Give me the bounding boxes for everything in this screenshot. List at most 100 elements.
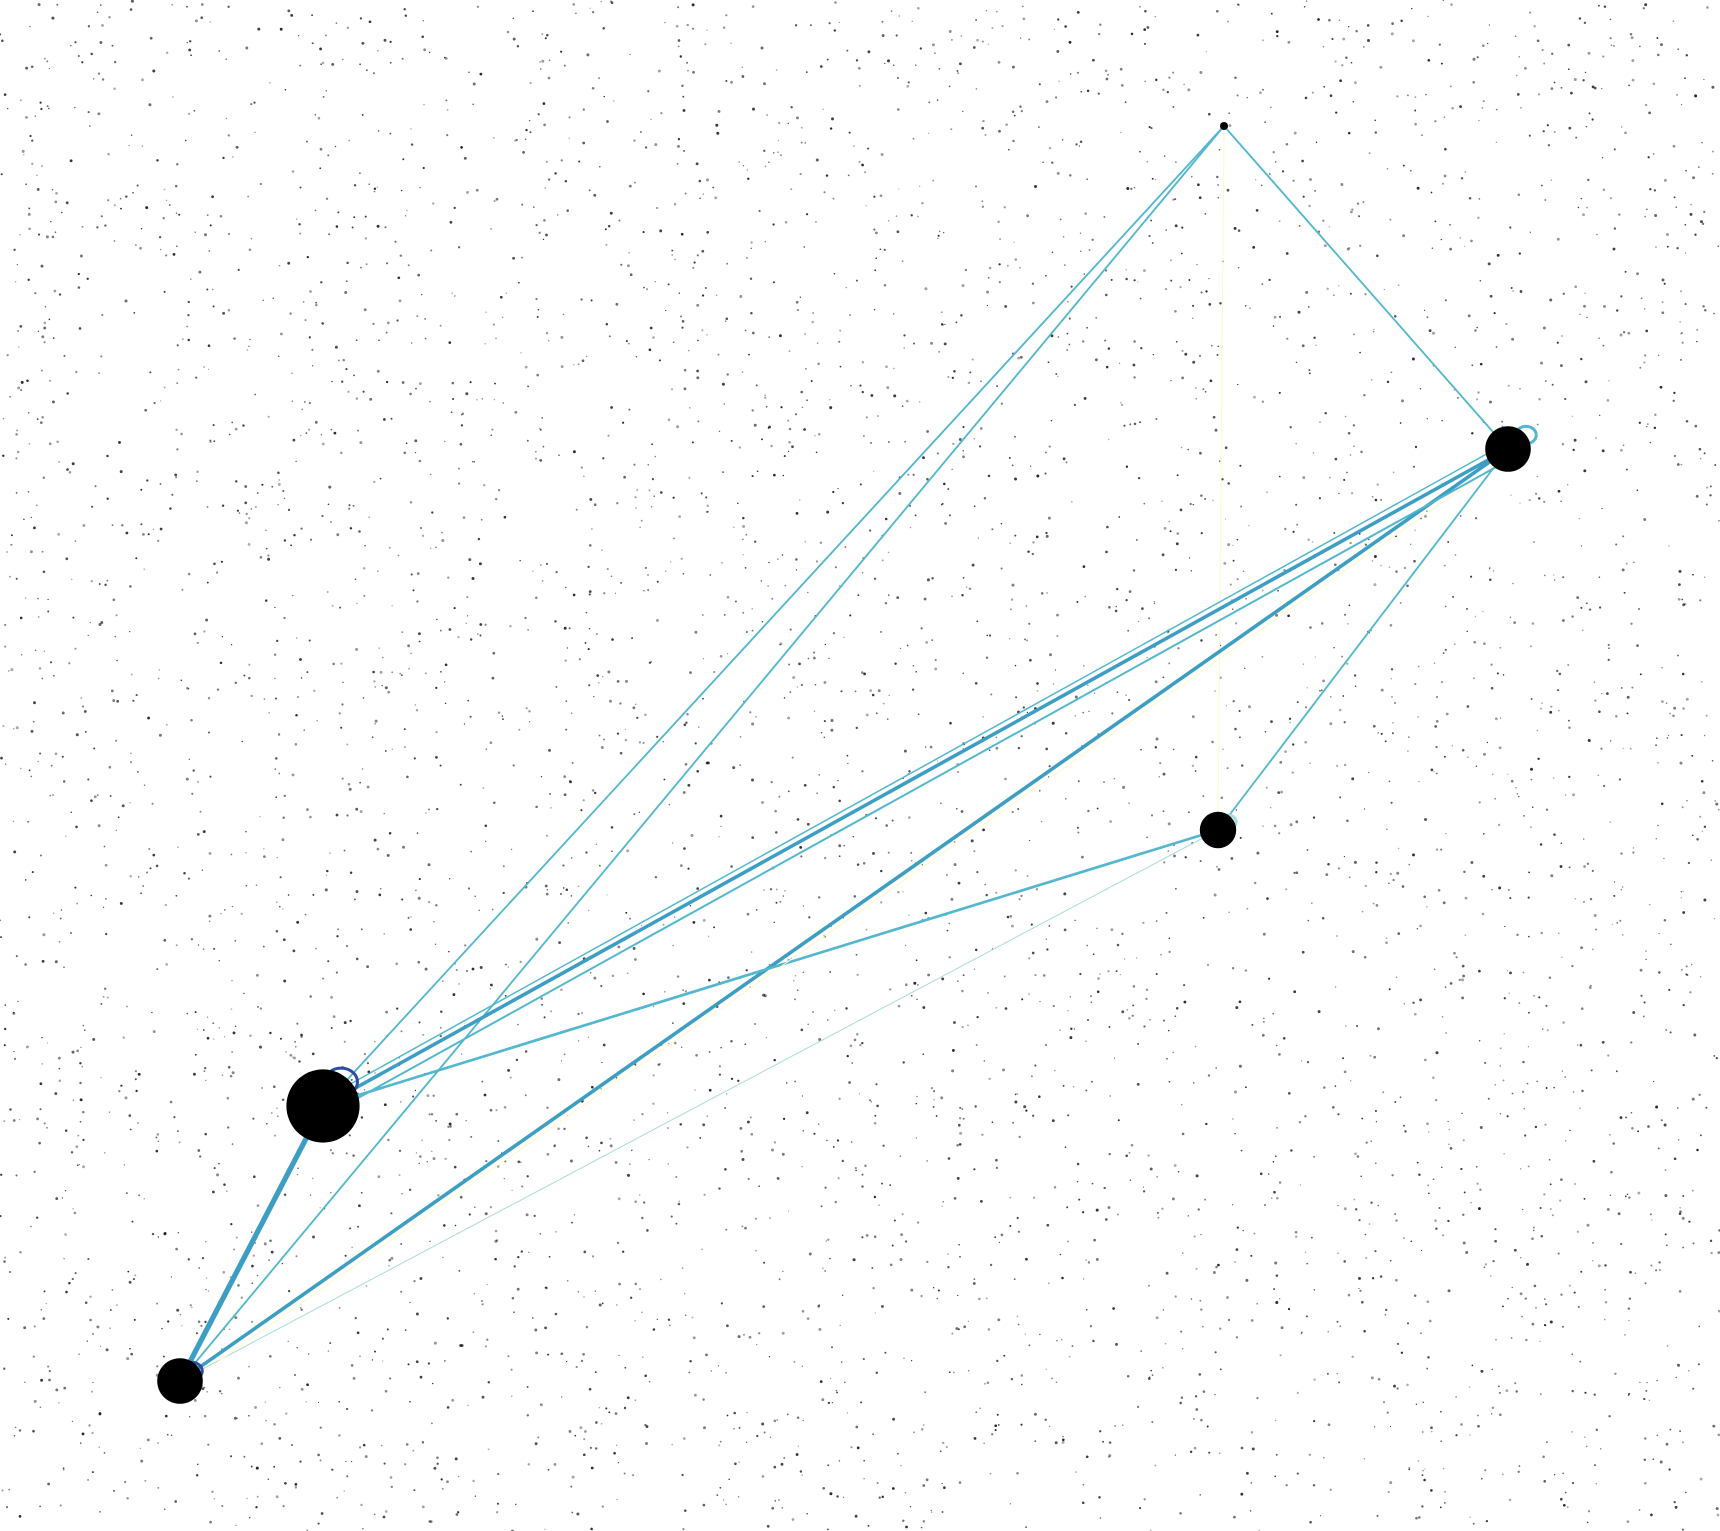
background-speck — [586, 53, 590, 57]
background-speck — [1044, 472, 1047, 475]
background-speck — [976, 38, 979, 42]
background-speck — [1110, 928, 1114, 932]
background-speck — [1016, 1315, 1019, 1318]
background-speck — [241, 740, 243, 743]
background-speck — [206, 288, 209, 291]
background-speck — [686, 23, 689, 27]
background-speck — [227, 308, 231, 312]
background-speck — [617, 1462, 620, 1464]
background-speck — [832, 197, 835, 200]
background-speck — [1478, 1039, 1481, 1042]
background-speck — [58, 461, 60, 463]
background-speck — [943, 1486, 946, 1490]
background-speck — [1042, 161, 1044, 163]
background-speck — [363, 1089, 366, 1091]
background-speck — [1239, 464, 1242, 467]
background-speck — [1375, 904, 1379, 907]
background-speck — [1182, 1348, 1184, 1350]
background-speck — [904, 1240, 908, 1243]
background-speck — [78, 1163, 80, 1166]
background-speck — [995, 736, 998, 739]
background-speck — [118, 440, 121, 444]
background-speck — [951, 1048, 955, 1052]
background-speck — [53, 674, 55, 677]
background-speck — [103, 906, 105, 908]
background-speck — [858, 1093, 861, 1095]
background-speck — [1682, 1246, 1684, 1249]
background-speck — [1016, 1092, 1019, 1095]
background-speck — [113, 87, 116, 90]
background-speck — [876, 1104, 879, 1108]
background-speck — [1193, 1235, 1196, 1238]
background-speck — [784, 584, 787, 587]
background-speck — [884, 517, 888, 521]
background-speck — [787, 716, 791, 720]
background-speck — [338, 1306, 341, 1309]
background-speck — [483, 1093, 487, 1097]
background-speck — [575, 12, 577, 15]
background-speck — [1255, 179, 1257, 181]
background-speck — [260, 183, 262, 185]
background-speck — [588, 544, 592, 547]
background-speck — [231, 156, 234, 158]
background-speck — [248, 1415, 250, 1417]
background-speck — [1143, 502, 1146, 505]
background-speck — [1164, 155, 1166, 157]
background-speck — [354, 578, 357, 581]
background-speck — [17, 1000, 19, 1003]
background-speck — [1388, 882, 1390, 885]
background-speck — [465, 1120, 467, 1122]
background-speck — [1065, 461, 1068, 464]
background-speck — [1110, 278, 1113, 281]
background-speck — [1175, 340, 1178, 343]
background-speck — [1011, 464, 1014, 467]
background-speck — [1531, 1237, 1534, 1241]
background-speck — [1064, 1146, 1067, 1148]
background-speck — [616, 680, 620, 683]
background-speck — [9, 1108, 12, 1111]
background-speck — [455, 1112, 459, 1116]
background-speck — [51, 235, 55, 239]
background-speck — [472, 1479, 475, 1483]
background-speck — [92, 1037, 96, 1041]
background-speck — [1019, 37, 1022, 39]
background-speck — [1541, 1028, 1544, 1030]
background-speck — [204, 233, 207, 237]
background-speck — [919, 401, 921, 403]
background-speck — [0, 756, 3, 760]
background-speck — [598, 734, 601, 737]
background-speck — [712, 186, 715, 189]
background-speck — [203, 1414, 207, 1418]
background-speck — [991, 528, 994, 531]
background-speck — [1607, 643, 1610, 647]
background-speck — [76, 1049, 79, 1053]
background-speck — [654, 281, 656, 283]
background-speck — [606, 894, 608, 896]
background-speck — [713, 926, 716, 929]
background-speck — [199, 810, 202, 813]
background-speck — [1680, 290, 1682, 292]
background-speck — [881, 20, 884, 23]
background-speck — [1499, 646, 1502, 649]
background-speck — [273, 1085, 276, 1088]
background-speck — [741, 66, 744, 69]
background-speck — [1362, 201, 1365, 204]
background-speck — [494, 1229, 498, 1233]
background-speck — [647, 574, 649, 576]
background-speck — [346, 26, 350, 29]
background-speck — [41, 959, 45, 963]
background-speck — [1398, 847, 1400, 850]
background-speck — [201, 1256, 205, 1260]
background-speck — [1551, 52, 1554, 55]
background-speck — [1539, 707, 1542, 710]
background-speck — [721, 382, 725, 386]
background-speck — [1411, 39, 1415, 43]
background-speck — [389, 1476, 393, 1479]
background-speck — [515, 1503, 517, 1506]
background-speck — [65, 835, 67, 837]
background-speck — [435, 686, 438, 690]
background-speck — [847, 762, 849, 765]
background-speck — [1082, 1211, 1085, 1214]
background-speck — [1676, 246, 1679, 250]
background-speck — [1713, 1054, 1716, 1057]
